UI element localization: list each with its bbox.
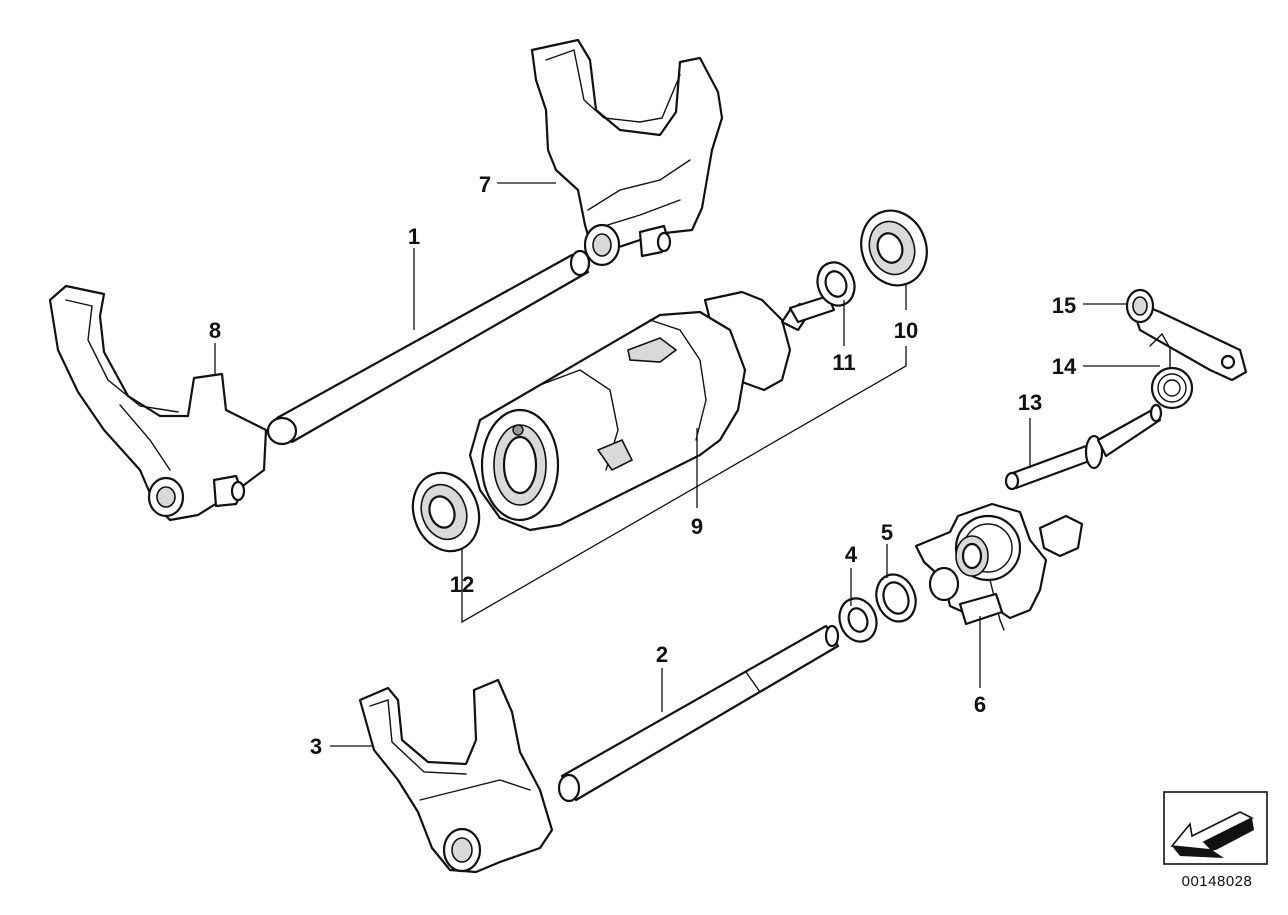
callout-12: 12 — [450, 572, 474, 597]
callout-14: 14 — [1052, 354, 1077, 379]
document-number: 00148028 — [1182, 873, 1253, 890]
lever-15 — [1125, 288, 1248, 382]
callout-9: 9 — [691, 514, 703, 539]
bearing-10 — [860, 209, 928, 287]
bearing-12 — [411, 471, 481, 553]
pin-13 — [1004, 403, 1163, 491]
callout-3: 3 — [310, 734, 322, 759]
callout-4: 4 — [845, 542, 858, 567]
shift-fork-7 — [530, 38, 724, 267]
spring-14 — [1149, 332, 1194, 410]
callout-5: 5 — [881, 520, 893, 545]
callout-7: 7 — [479, 172, 491, 197]
callout-labels: 1 2 3 4 5 6 7 8 9 10 11 12 13 14 15 — [209, 172, 1077, 759]
shift-drum-9 — [468, 290, 836, 532]
callout-13: 13 — [1018, 390, 1042, 415]
callout-11: 11 — [832, 350, 855, 375]
callout-2: 2 — [656, 642, 668, 667]
leader-lines — [214, 182, 1160, 747]
shift-fork-3 — [358, 678, 554, 874]
shift-fork-8 — [48, 284, 268, 522]
shift-rod-2 — [557, 624, 840, 803]
orientation-arrow-box — [1163, 791, 1268, 865]
shift-segment-6 — [914, 502, 1084, 631]
callout-15: 15 — [1052, 293, 1076, 318]
washer-4 — [838, 597, 878, 643]
callout-8: 8 — [209, 318, 221, 343]
callout-6: 6 — [974, 692, 986, 717]
shift-rod-1 — [266, 249, 591, 446]
callout-10: 10 — [894, 318, 918, 343]
washer-5 — [875, 573, 917, 623]
callout-1: 1 — [408, 224, 420, 249]
arrow-icon — [1170, 811, 1254, 858]
